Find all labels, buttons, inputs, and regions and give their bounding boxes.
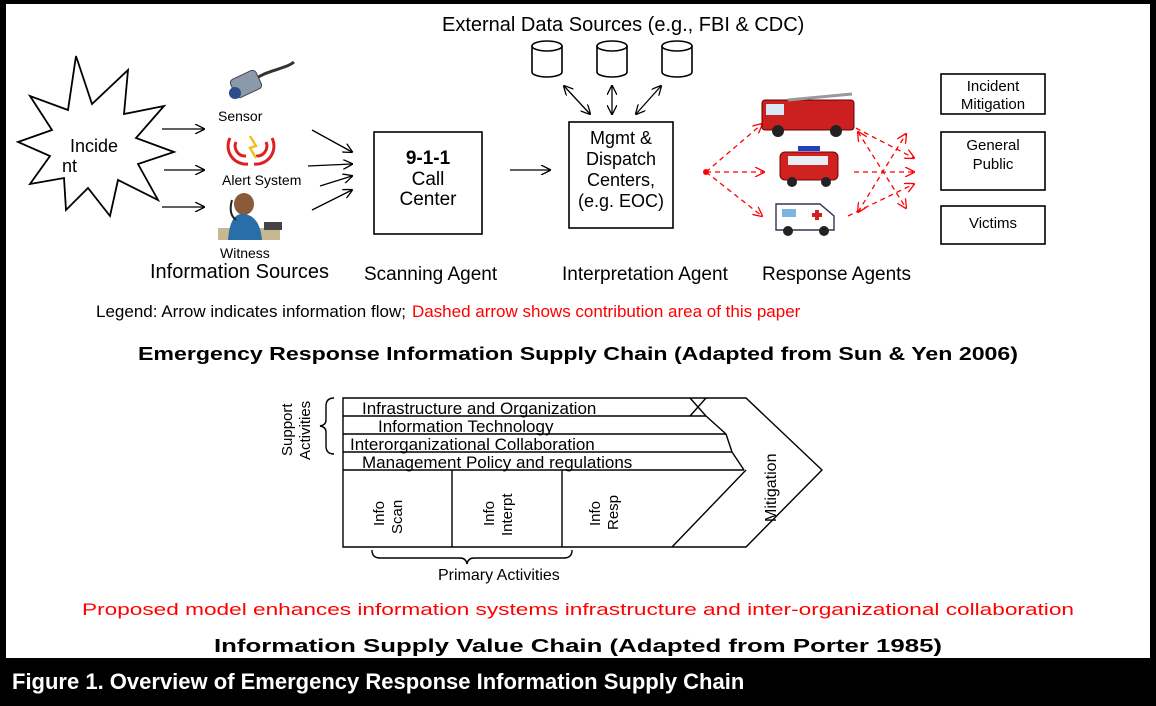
witness-icon — [218, 193, 282, 240]
external-sources-label: External Data Sources (e.g., FBI & CDC) — [442, 14, 804, 36]
incident-mitigation-line-1: Incident — [967, 78, 1020, 95]
mitigation-label: Mitigation — [763, 454, 780, 522]
incident-label-1: Incide — [70, 136, 118, 156]
sensor-label: Sensor — [218, 108, 263, 124]
primary-1-line-2: Scan — [389, 500, 406, 534]
dispatch-origin-dot — [703, 169, 709, 175]
primary-1-line-1: Info — [371, 501, 388, 526]
top-title: Emergency Response Information Supply Ch… — [138, 344, 1018, 364]
dispatch-line-2: Dispatch — [586, 149, 656, 169]
general-public-line-1: General — [966, 137, 1019, 154]
information-sources-label: Information Sources — [150, 261, 329, 283]
incident-label-2: nt — [62, 156, 77, 176]
legend-text: Legend: Arrow indicates information flow… — [96, 302, 801, 321]
support-row-3: Interorganizational Collaboration — [350, 435, 595, 454]
support-row-2: Information Technology — [378, 417, 554, 436]
alert-system-label: Alert System — [222, 172, 301, 188]
scanning-agent-label: Scanning Agent — [364, 264, 498, 285]
primary-activities-label: Primary Activities — [438, 567, 560, 584]
legend-black: Legend: Arrow indicates information flow… — [96, 302, 406, 321]
diagram-svg: External Data Sources (e.g., FBI & CDC) … — [15, 14, 1074, 656]
sources-arrows — [307, 129, 352, 211]
support-row-4: Management Policy and regulations — [362, 453, 632, 472]
support-row-1: Infrastructure and Organization — [362, 399, 596, 418]
database-arrows — [564, 86, 661, 114]
dispatch-line-3: Centers, — [587, 170, 655, 190]
contribution-arrows — [705, 124, 914, 216]
victims-label: Victims — [969, 215, 1017, 232]
incident-mitigation-box — [940, 73, 1046, 115]
support-activities-line-2: Activities — [297, 401, 314, 460]
interpretation-agent-label: Interpretation Agent — [562, 264, 729, 285]
response-agents-label: Response Agents — [762, 264, 911, 285]
primary-2-line-2: Interpt — [499, 493, 516, 536]
figure-canvas: External Data Sources (e.g., FBI & CDC) … — [6, 4, 1150, 658]
database-icon — [531, 40, 563, 78]
database-icon — [596, 40, 628, 78]
incident-arrows — [162, 129, 204, 207]
proposed-note: Proposed model enhances information syst… — [82, 600, 1074, 619]
dispatch-line-4: (e.g. EOC) — [578, 191, 664, 211]
dispatch-box — [568, 121, 674, 229]
alert-signal-icon — [226, 135, 276, 166]
general-public-line-2: Public — [973, 156, 1014, 173]
value-chain — [319, 397, 824, 565]
primary-3-line-2: Resp — [605, 495, 622, 530]
police-car-icon — [779, 146, 839, 187]
dispatch-line-1: Mgmt & — [590, 128, 652, 148]
value-chain-title: Information Supply Value Chain (Adapted … — [214, 636, 942, 656]
call-center-line-3: Center — [399, 189, 457, 210]
general-public-box — [940, 131, 1046, 191]
support-activities-line-1: Support — [279, 403, 296, 456]
sensor-icon — [229, 60, 295, 99]
database-icon — [661, 40, 693, 78]
legend-red: Dashed arrow shows contribution area of … — [412, 302, 801, 321]
starburst-icon — [15, 55, 177, 219]
primary-3-line-1: Info — [587, 501, 604, 526]
primary-2-line-1: Info — [481, 501, 498, 526]
call-center-line-1: 9-1-1 — [406, 148, 451, 169]
call-center-line-2: Call — [412, 169, 445, 190]
ambulance-icon — [775, 203, 835, 236]
witness-label: Witness — [220, 245, 270, 261]
victims-box — [940, 205, 1046, 245]
incident-mitigation-line-2: Mitigation — [961, 96, 1025, 113]
figure-caption: Figure 1. Overview of Emergency Response… — [6, 661, 1150, 703]
call-center-box — [373, 131, 483, 235]
fire-truck-icon — [761, 92, 855, 137]
